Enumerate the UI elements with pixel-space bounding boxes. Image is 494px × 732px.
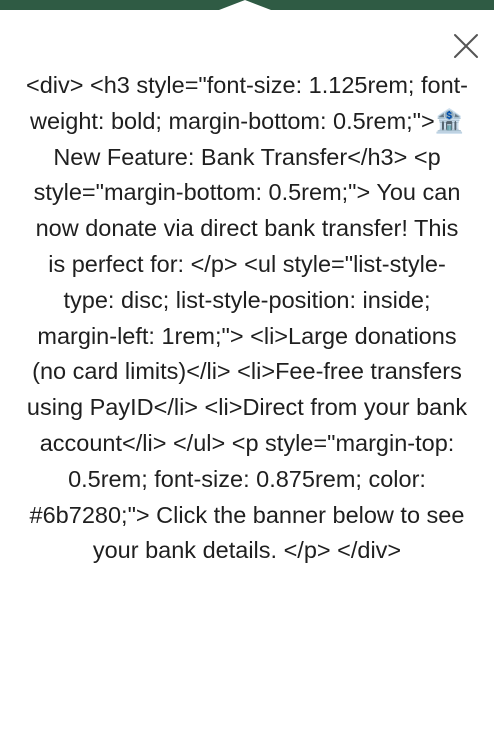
popup-message: <div> <h3 style="font-size: 1.125rem; fo…: [25, 72, 469, 564]
popover-pointer: [219, 0, 271, 10]
close-button[interactable]: [453, 33, 479, 59]
close-icon: [453, 33, 479, 59]
